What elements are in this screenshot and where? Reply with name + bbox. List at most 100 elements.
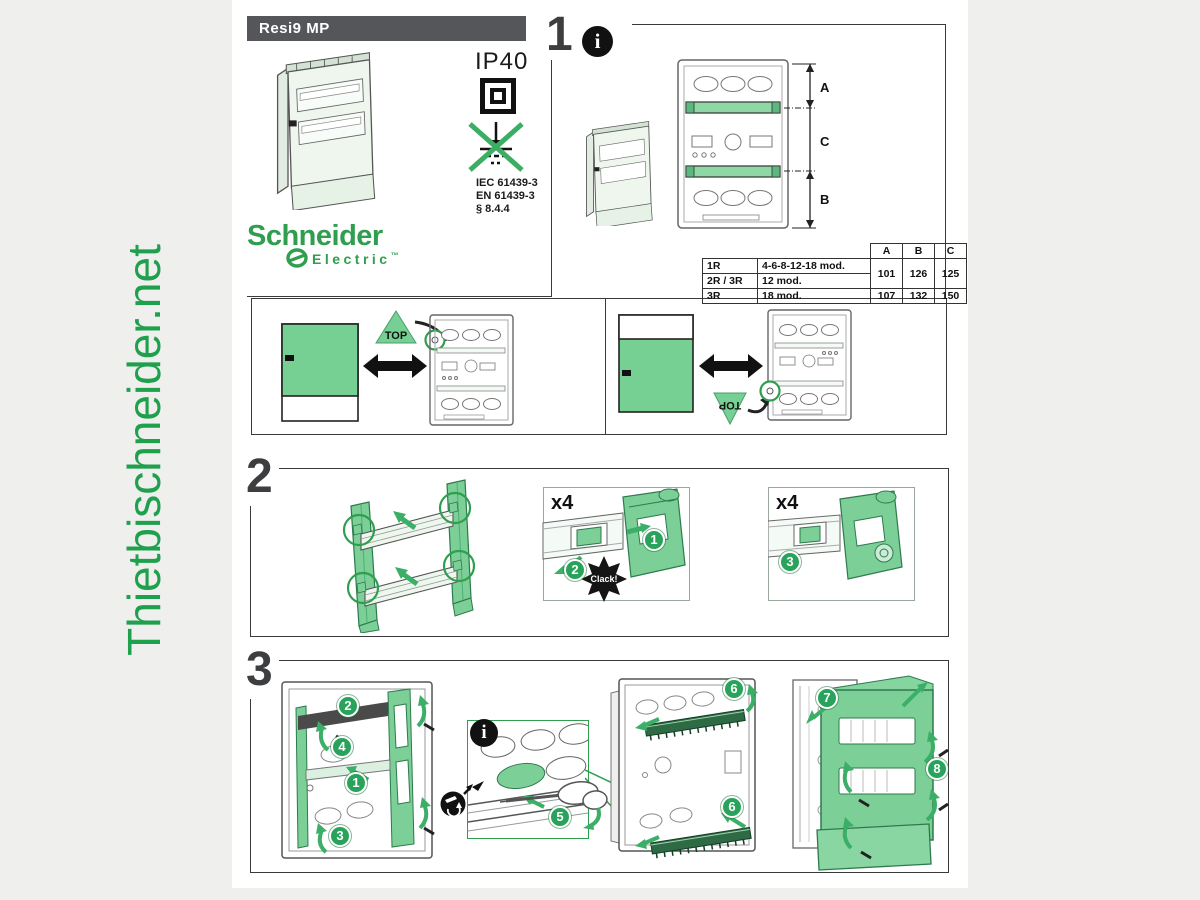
- rails-assembly-graphic: [342, 479, 476, 633]
- value-cell: 126: [902, 258, 935, 289]
- quantity-label: x4: [551, 492, 574, 514]
- divider-horizontal: [247, 296, 551, 297]
- green-arrow: [929, 789, 940, 800]
- orientation-right-graphic: TOP: [618, 309, 852, 426]
- clip-highlight-circle: [342, 513, 376, 547]
- quantity-label: x4: [776, 492, 799, 514]
- col-header: B: [902, 243, 935, 259]
- modules-cell: 18 mod.: [757, 288, 871, 304]
- standard-line: IEC 61439-3: [476, 177, 538, 189]
- dim-label-c: C: [820, 134, 830, 149]
- step-marker: 1: [643, 529, 665, 551]
- brand-sub: Electric™: [312, 251, 399, 267]
- backbox-front: [429, 314, 514, 426]
- knockout-highlighted: [496, 762, 546, 790]
- step-marker: 6: [723, 678, 745, 700]
- green-arrow: [395, 567, 408, 579]
- swap-arrow: [699, 354, 763, 378]
- step2-number: 2: [244, 451, 279, 507]
- top-triangle: [375, 310, 417, 344]
- green-arrow: [393, 511, 406, 523]
- swap-arrow: [363, 354, 427, 378]
- din-rail-top: [685, 101, 781, 114]
- step-marker: 1: [345, 772, 367, 794]
- screw-highlight-circle: [759, 380, 781, 402]
- product-enclosure-iso: [276, 52, 376, 210]
- step-marker: 2: [337, 695, 359, 717]
- value-cell: 125: [934, 258, 967, 289]
- screws: [858, 748, 949, 860]
- product-badge: Resi9 MP: [247, 16, 526, 41]
- cover-install-graphic: [792, 675, 949, 871]
- green-arrow: [917, 682, 928, 693]
- green-arrow: [635, 721, 647, 731]
- top-triangle-inverted: [713, 392, 747, 426]
- value-cell: 107: [870, 288, 903, 304]
- divider-vertical: [551, 53, 552, 297]
- brand-trademark: ™: [390, 251, 399, 260]
- ip40-label: IP40: [475, 48, 529, 75]
- clack-burst: [581, 556, 627, 602]
- step1-frame-top: [632, 24, 945, 25]
- clip-highlight-circle: [442, 549, 476, 583]
- col-header: A: [870, 243, 903, 259]
- ip40-icon: [480, 78, 516, 114]
- table-row: 3R 18 mod. 107 132 150: [702, 288, 967, 304]
- value-cell: 150: [934, 288, 967, 304]
- table-header-row: A B C: [703, 243, 967, 259]
- green-arrow: [927, 731, 938, 742]
- comb-busbar-top: [644, 708, 746, 741]
- green-arrow: [843, 817, 854, 828]
- modules-cell: 4-6-8-12-18 mod.: [757, 258, 871, 274]
- step-marker: 3: [779, 551, 801, 573]
- value-cell: 101: [870, 258, 903, 289]
- step1-number: 1: [546, 8, 575, 61]
- step3-number: 3: [244, 644, 279, 700]
- step3-section: [250, 660, 949, 873]
- green-arrow: [635, 839, 647, 849]
- green-arrow: [418, 695, 429, 706]
- brand-sub-text: Electric: [312, 251, 391, 267]
- step-marker: 8: [926, 758, 948, 780]
- value-cell: 132: [902, 288, 935, 304]
- knockout-info-panel: [467, 720, 589, 839]
- dimension-lines: [784, 63, 816, 229]
- green-arrow: [747, 684, 758, 695]
- watermark-text: Thietbischneider.net: [118, 244, 170, 656]
- green-arrow: [420, 797, 431, 808]
- top-label: TOP: [385, 330, 407, 342]
- comb-busbar-bottom: [650, 826, 752, 859]
- cover-front: [820, 689, 934, 841]
- green-arrow: [806, 710, 816, 724]
- green-arrow: [316, 721, 327, 732]
- green-arrow: [583, 822, 594, 830]
- step1-frame-right: [945, 24, 946, 298]
- clack-label: Clack!: [590, 574, 617, 584]
- no-earth-connection-icon: [468, 122, 524, 172]
- screwdriver-graphic: [499, 781, 608, 830]
- step-marker: 3: [329, 825, 351, 847]
- green-arrow: [640, 523, 651, 533]
- top-label: TOP: [719, 399, 741, 411]
- clip-highlight-circle: [346, 571, 380, 605]
- step-marker: 2: [564, 559, 586, 581]
- clip-detail-graphic-2: [768, 490, 903, 580]
- standard-line: § 8.4.4: [476, 203, 510, 215]
- clip-highlight-circle: [438, 491, 472, 525]
- green-arrow: [346, 766, 357, 776]
- col-header: C: [934, 243, 967, 259]
- info-icon: i: [582, 26, 613, 57]
- standards-text: IEC 61439-3 EN 61439-3 § 8.4.4: [476, 177, 538, 216]
- step-marker: 7: [816, 687, 838, 709]
- enclosure-front-dimensions: A C B: [677, 59, 830, 229]
- din-rail-bottom: [685, 165, 781, 178]
- brand-name: Schneider: [247, 220, 383, 252]
- enclosure-iso-small: [586, 121, 653, 226]
- step-marker: 4: [331, 736, 353, 758]
- box-install-graphic: [281, 681, 435, 859]
- schneider-emblem-icon: [286, 248, 308, 268]
- green-arrow: [843, 761, 854, 772]
- table-row: 1R 4-6-8-12-18 mod. 101 126 125: [702, 258, 967, 289]
- config-cell: 2R / 3R: [702, 273, 758, 289]
- knockout-disposal-icon: [440, 784, 473, 818]
